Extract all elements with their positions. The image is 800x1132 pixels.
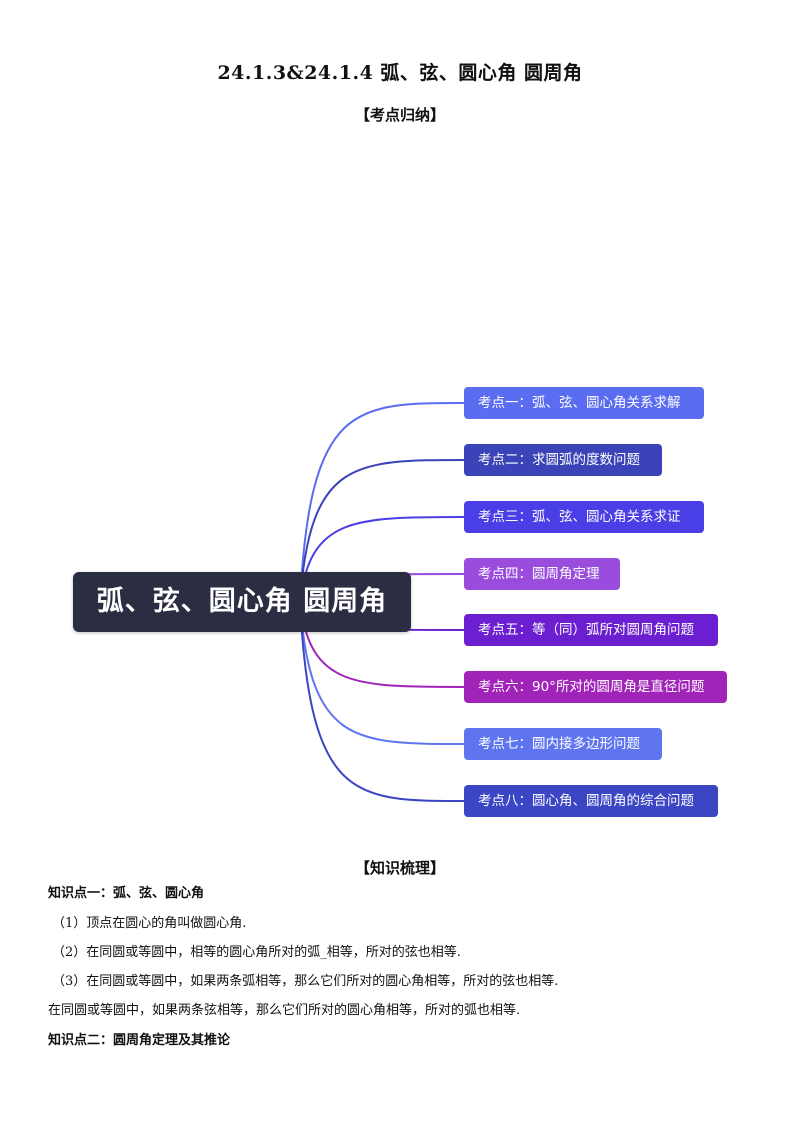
mindmap-branch-node-1: 考点一：弧、弦、圆心角关系求解	[464, 387, 704, 419]
mindmap-connector-7	[299, 601, 465, 745]
knowledge-line: 在同圆或等圆中，如果两条弦相等，那么它们所对的圆心角相等，所对的弧也相等.	[48, 1003, 521, 1018]
mindmap-connector-2	[299, 459, 465, 603]
mindmap-connector-8	[299, 601, 465, 802]
mindmap-branch-node-2: 考点二：求圆弧的度数问题	[464, 444, 662, 476]
document-title: 24.1.3&24.1.4 弧、弦、圆心角 圆周角	[217, 62, 583, 84]
mindmap-connector-1	[299, 402, 465, 603]
section-heading-knowledge: 【知识梳理】	[354, 859, 445, 877]
section-heading-exam-points: 【考点归纳】	[354, 106, 445, 124]
mindmap-branch-node-6: 考点六：90°所对的圆周角是直径问题	[464, 671, 727, 703]
knowledge-point-2-title: 知识点二：圆周角定理及其推论	[48, 1033, 231, 1048]
mindmap-branch-node-7: 考点七：圆内接多边形问题	[464, 728, 662, 760]
knowledge-line: （3）在同圆或等圆中，如果两条弧相等，那么它们所对的圆心角相等，所对的弦也相等.	[52, 974, 559, 989]
knowledge-line: （2）在同圆或等圆中，相等的圆心角所对的弧_相等，所对的弦也相等.	[52, 945, 461, 960]
mindmap-branch-node-8: 考点八：圆心角、圆周角的综合问题	[464, 785, 718, 817]
mindmap-branch-node-5: 考点五：等（同）弧所对圆周角问题	[464, 614, 718, 646]
mindmap-branch-node-4: 考点四：圆周角定理	[464, 558, 620, 590]
knowledge-point-1-title: 知识点一：弧、弦、圆心角	[48, 886, 205, 901]
knowledge-line: （1）顶点在圆心的角叫做圆心角.	[52, 916, 247, 931]
mindmap-central-topic: 弧、弦、圆心角 圆周角	[73, 572, 411, 632]
mindmap-branch-node-3: 考点三：弧、弦、圆心角关系求证	[464, 501, 704, 533]
